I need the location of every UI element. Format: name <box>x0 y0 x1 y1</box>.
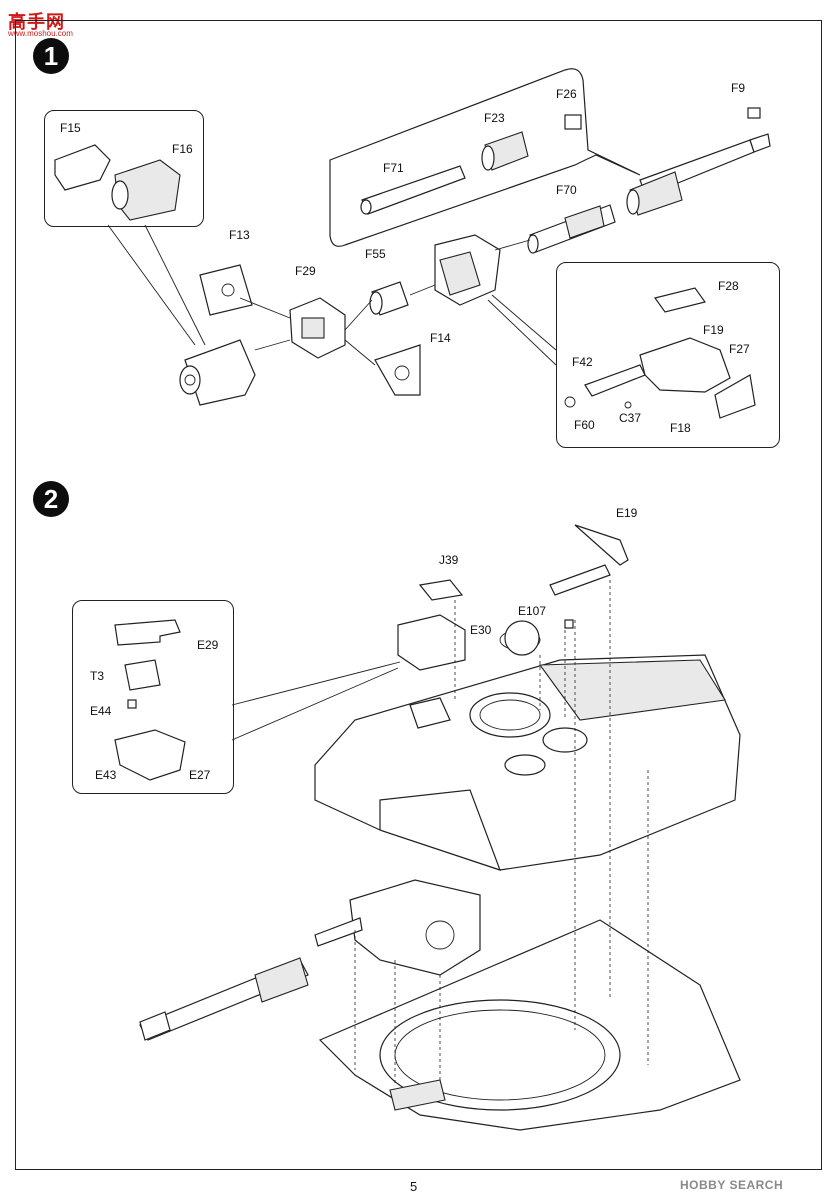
inset-e29-e27 <box>72 600 234 794</box>
logo-chinese-text: 高手网 <box>8 12 65 33</box>
label-f27: F27 <box>729 342 750 356</box>
label-e19: E19 <box>616 506 638 520</box>
label-e29: E29 <box>197 638 219 652</box>
label-t3: T3 <box>90 669 105 683</box>
label-e30: E30 <box>470 623 492 637</box>
label-f14: F14 <box>430 331 451 345</box>
label-f70: F70 <box>556 183 577 197</box>
watermark-text: HOBBY SEARCH <box>680 1178 784 1192</box>
inset-f15-f16-drawing <box>54 144 181 221</box>
mantlet-block <box>179 234 501 406</box>
label-e107: E107 <box>518 604 547 618</box>
label-e27: E27 <box>189 768 211 782</box>
logo-url-text: www.moshou.com <box>8 29 73 38</box>
barrel-callout <box>329 68 641 247</box>
label-e44: E44 <box>90 704 112 718</box>
step-1-badge: 1 <box>33 38 69 74</box>
step-1-leader-lines <box>107 224 557 366</box>
label-f42: F42 <box>572 355 593 369</box>
site-logo: 高手网 www.moshou.com <box>8 8 74 40</box>
label-f71: F71 <box>383 161 404 175</box>
label-f15: F15 <box>60 121 81 135</box>
step-2-badge: 2 <box>33 481 69 517</box>
label-f60: F60 <box>574 418 595 432</box>
gun-assembly-step2 <box>139 879 481 1041</box>
label-c37: C37 <box>619 411 642 425</box>
label-f26: F26 <box>556 87 577 101</box>
page-number: 5 <box>410 1179 418 1194</box>
label-f29: F29 <box>295 264 316 278</box>
inset-e29-e27-drawing <box>114 619 186 781</box>
label-f9: F9 <box>731 81 746 95</box>
turret-upper <box>314 614 741 871</box>
label-f18: F18 <box>670 421 691 435</box>
label-f28: F28 <box>718 279 739 293</box>
inset-f28-f18-drawing <box>564 287 756 419</box>
label-e43: E43 <box>95 768 117 782</box>
instruction-page-frame <box>15 20 822 1170</box>
step-2-small-parts <box>418 524 629 656</box>
label-f55: F55 <box>365 247 386 261</box>
label-f23: F23 <box>484 111 505 125</box>
label-f19: F19 <box>703 323 724 337</box>
label-f13: F13 <box>229 228 250 242</box>
barrel-assembly <box>527 107 771 254</box>
label-j39: J39 <box>439 553 459 567</box>
label-f16: F16 <box>172 142 193 156</box>
step-2-leader-lines <box>231 580 649 1085</box>
turret-floor <box>318 919 741 1131</box>
